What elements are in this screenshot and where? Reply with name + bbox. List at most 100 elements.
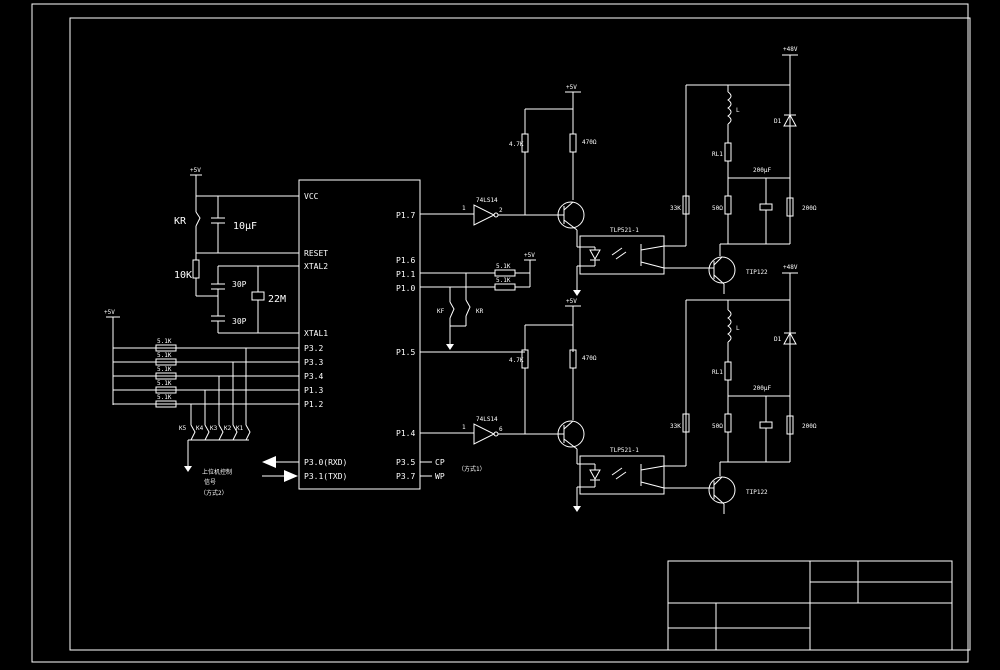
pin-p15: P1.5 [396, 348, 415, 357]
vcc48-lower: +48V [783, 264, 798, 271]
svg-text:1: 1 [462, 205, 466, 212]
rl1-lower-label: RL1 [712, 369, 723, 376]
tip122-lower [708, 476, 736, 504]
dir-res-1: 5.1K [496, 263, 511, 270]
buffer-lower-label: 74LS14 [476, 416, 498, 423]
crystal-22m [251, 291, 265, 301]
opto-upper-label: TLP521-1 [610, 227, 639, 234]
direction-input-circuit: 5.1K 5.1K +5V KF KR [420, 252, 536, 350]
optocoupler-lower [579, 455, 665, 495]
vcc-label-upper: +5V [566, 84, 577, 91]
inductor-upper-label: L [736, 107, 740, 114]
diode-upper-label: D1 [774, 118, 782, 125]
wp-label: WP [435, 472, 445, 481]
kr2-label: KR [476, 308, 484, 315]
key-res-3: 5.1K [157, 366, 172, 373]
cap-200u-lower: 200μF [753, 385, 771, 392]
cap-200u-upper: 200μF [753, 167, 771, 174]
res-50-lower: 50Ω [712, 423, 723, 430]
vcc-label-left: +5V [190, 167, 201, 174]
pin-p11: P1.1 [396, 270, 415, 279]
key-res-5: 5.1K [157, 394, 172, 401]
pin-vcc: VCC [304, 192, 319, 201]
arrow-right-icon [284, 470, 298, 482]
pin-p16: P1.6 [396, 256, 415, 265]
kr-label: KR [174, 216, 187, 227]
key-k1-label: K1 [236, 425, 244, 432]
res-470-upper: 470Ω [582, 139, 597, 146]
cap-10u-label: 10μF [233, 221, 257, 232]
host-signal-line2: 信号 [204, 478, 216, 486]
key-k5-label: K5 [179, 425, 187, 432]
host-serial-link: 上位机控制 信号 （方式2） [200, 456, 299, 497]
pin-xtal1: XTAL1 [304, 329, 328, 338]
res-200-upper: 200Ω [802, 205, 817, 212]
driver-channel-lower: 1 74LS14 6 +5V 4.7K 470Ω TLP521-1 [420, 264, 817, 514]
key-k2-label: K2 [224, 425, 232, 432]
res-10k-label: 10K [174, 270, 192, 281]
tip122-upper [708, 256, 736, 284]
pin-reset: RESET [304, 249, 328, 258]
pin-p13: P1.3 [304, 386, 323, 395]
pin-p30-rxd: P3.0(RXD) [304, 458, 347, 467]
cp-label: CP [435, 458, 445, 467]
pin-p34: P3.4 [304, 372, 323, 381]
cp-wp-outputs: CP WP （方式1） [420, 458, 486, 481]
outer-frame [31, 3, 969, 663]
res-50-upper: 50Ω [712, 205, 723, 212]
pin-xtal2: XTAL2 [304, 262, 328, 271]
res-33k-upper: 33K [670, 205, 681, 212]
key-k4-label: K4 [196, 425, 204, 432]
pin-p12: P1.2 [304, 400, 323, 409]
ground-icon [573, 506, 581, 512]
res-33k-lower: 33K [670, 423, 681, 430]
inner-frame [69, 17, 971, 651]
dir-res-2: 5.1K [496, 277, 511, 284]
pin-p37: P3.7 [396, 472, 415, 481]
key-pullup-network: +5V 5.1K 5.1K 5.1K 5.1K 5.1K K5 K4 K3 K2… [104, 309, 299, 472]
inductor-lower [727, 309, 732, 343]
crystal-label: 22M [268, 294, 286, 305]
cap-30p-a-label: 30P [232, 280, 247, 289]
res-4k7-lower: 4.7K [509, 357, 524, 364]
ground-icon [184, 466, 192, 472]
tip122-lower-label: TIP122 [746, 489, 768, 496]
svg-text:6: 6 [499, 426, 503, 433]
rl1-upper-label: RL1 [712, 151, 723, 158]
diode-lower-label: D1 [774, 336, 782, 343]
reset-oscillator-circuit: +5V KR 10μF 10K 30P 30P 22M [174, 167, 299, 334]
pin-p17: P1.7 [396, 211, 415, 220]
cap-30p-b-label: 30P [232, 317, 247, 326]
svg-text:2: 2 [499, 207, 503, 214]
title-block [667, 560, 953, 651]
kf-label: KF [437, 308, 445, 315]
svg-text:1: 1 [462, 424, 466, 431]
diode-upper [783, 113, 797, 127]
key-res-2: 5.1K [157, 352, 172, 359]
tip122-upper-label: TIP122 [746, 269, 768, 276]
opto-lower-label: TLP521-1 [610, 447, 639, 454]
buffer-upper-label: 74LS14 [476, 197, 498, 204]
optocoupler-upper [579, 235, 665, 275]
key-res-4: 5.1K [157, 380, 172, 387]
inductor-lower-label: L [736, 325, 740, 332]
arrow-left-icon [262, 456, 276, 468]
vcc48-upper: +48V [783, 46, 798, 53]
pin-p10: P1.0 [396, 284, 415, 293]
kr-switch [195, 211, 201, 227]
key-k3-label: K3 [210, 425, 218, 432]
driver-channel-upper: 1 74LS14 2 +5V 4.7K 470Ω TLP521-1 [420, 46, 817, 296]
vcc-label-keys: +5V [104, 309, 115, 316]
ground-icon [573, 290, 581, 296]
res-200-lower: 200Ω [802, 423, 817, 430]
res-4k7-upper: 4.7K [509, 141, 524, 148]
pin-p31-txd: P3.1(TXD) [304, 472, 347, 481]
res-470-lower: 470Ω [582, 355, 597, 362]
pin-p35: P3.5 [396, 458, 415, 467]
host-mode-label: （方式2） [200, 489, 228, 497]
pin-p32: P3.2 [304, 344, 323, 353]
vcc-label-dir: +5V [524, 252, 535, 259]
diode-lower [783, 331, 797, 345]
